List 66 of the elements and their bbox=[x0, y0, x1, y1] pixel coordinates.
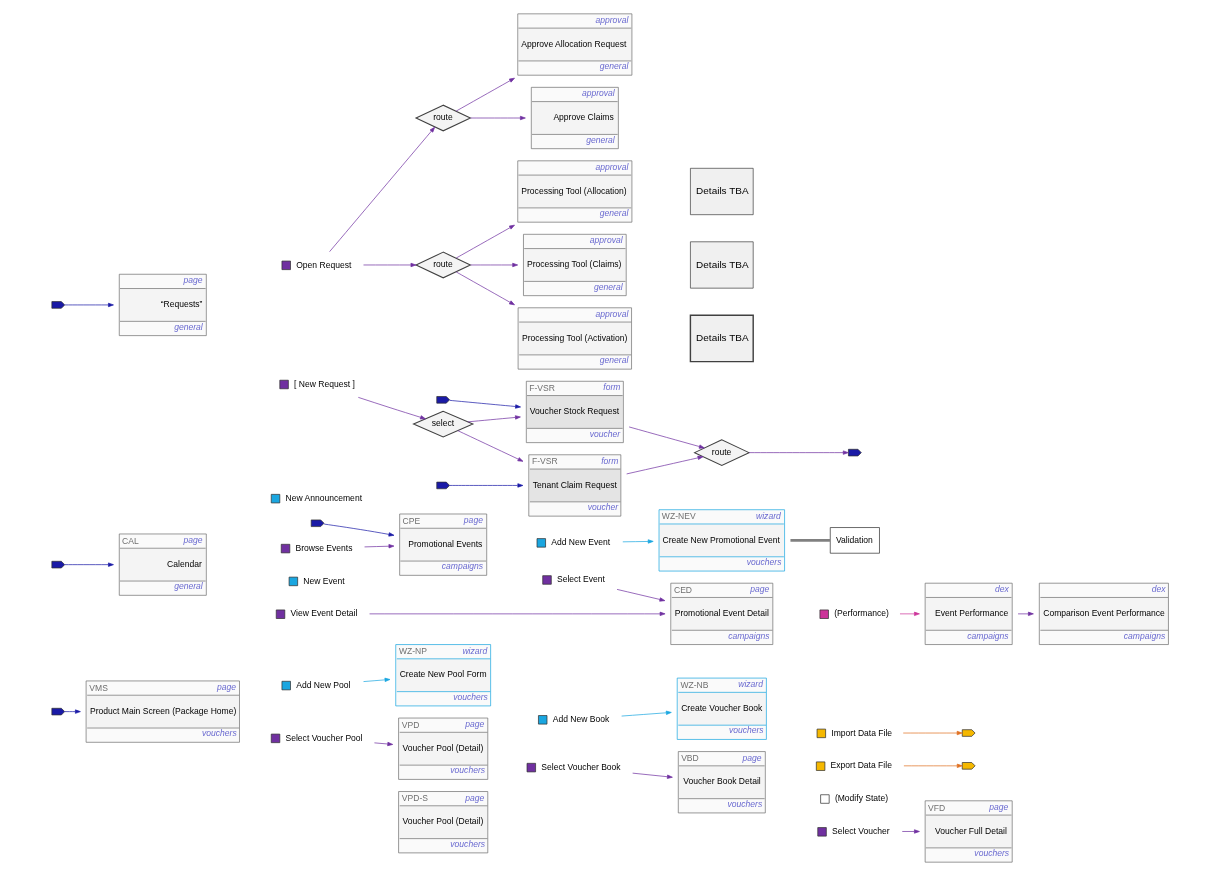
arrow bbox=[899, 611, 920, 616]
arrow bbox=[64, 302, 114, 308]
arrow bbox=[369, 611, 666, 616]
node-label: Open Request bbox=[296, 259, 352, 270]
node-label: New Event bbox=[303, 575, 345, 586]
arrow bbox=[901, 829, 920, 834]
arrow bbox=[628, 426, 705, 449]
arrow bbox=[455, 224, 515, 259]
arrow bbox=[363, 677, 391, 682]
arrow bbox=[449, 400, 521, 409]
node-label: Select Event bbox=[556, 574, 605, 585]
arrow bbox=[1017, 611, 1034, 616]
node-label: Add New Book bbox=[552, 714, 610, 725]
arrow bbox=[470, 115, 526, 121]
connector bbox=[790, 538, 831, 542]
node-diamond: route bbox=[414, 251, 472, 279]
arrow bbox=[903, 763, 963, 768]
arrow bbox=[455, 77, 515, 112]
node-label: View Event Detail bbox=[290, 608, 358, 619]
node-label: Add New Pool bbox=[296, 679, 351, 690]
node-label: Select Voucher Pool bbox=[285, 732, 363, 743]
node-label: Select Voucher bbox=[832, 826, 890, 837]
arrow bbox=[357, 397, 426, 420]
arrow bbox=[374, 741, 394, 747]
arrow bbox=[902, 730, 963, 736]
arrow bbox=[364, 544, 395, 549]
node-flag bbox=[436, 481, 450, 490]
node-diamond: route bbox=[693, 439, 751, 467]
arrow bbox=[64, 562, 114, 567]
node-label: Export Data File bbox=[830, 760, 892, 771]
arrow bbox=[616, 589, 666, 602]
node-flag bbox=[310, 519, 325, 527]
node-flag bbox=[961, 762, 976, 770]
node-flag bbox=[436, 396, 450, 404]
node-label: Import Data File bbox=[831, 727, 893, 738]
arrow bbox=[470, 262, 519, 268]
arrow bbox=[748, 450, 849, 455]
node-label: New Announcement bbox=[285, 492, 363, 503]
node-label: Select Voucher Book bbox=[541, 761, 621, 772]
arrow bbox=[64, 709, 81, 714]
node-box: Validation bbox=[829, 527, 880, 554]
node-label: Browse Events bbox=[295, 542, 353, 553]
arrow bbox=[457, 430, 524, 462]
arrow bbox=[329, 126, 436, 253]
node-label: (Modify State) bbox=[834, 793, 889, 804]
node-box: Details TBA bbox=[690, 241, 754, 289]
node-flag bbox=[848, 448, 862, 457]
arrow bbox=[363, 262, 417, 268]
node-box: Details TBA bbox=[690, 167, 754, 216]
arrow bbox=[626, 455, 704, 475]
arrow bbox=[449, 483, 524, 488]
node-label: (Performance) bbox=[834, 608, 889, 619]
arrow bbox=[467, 415, 521, 423]
arrow bbox=[455, 271, 515, 306]
arrow bbox=[632, 772, 673, 779]
arrow bbox=[622, 539, 654, 544]
node-flag bbox=[961, 729, 976, 737]
node-label: [ New Request ] bbox=[294, 378, 355, 389]
arrow bbox=[323, 523, 395, 537]
node-flag bbox=[51, 301, 66, 309]
arrow bbox=[621, 710, 672, 717]
node-flag bbox=[51, 707, 66, 716]
node-box: Details TBA bbox=[689, 314, 754, 363]
node-diamond: select bbox=[412, 410, 475, 438]
node-label: Add New Event bbox=[551, 537, 611, 548]
node-flag bbox=[51, 560, 66, 569]
